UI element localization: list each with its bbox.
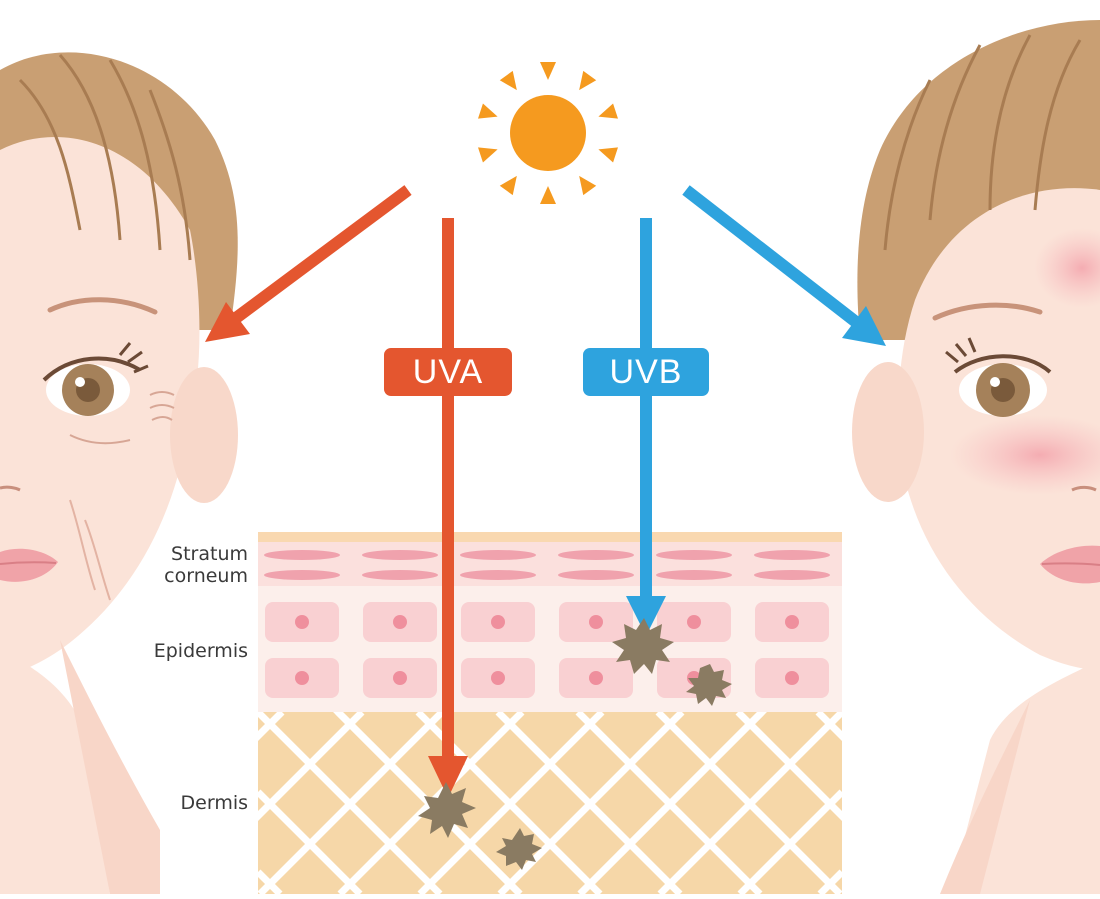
face-sunburn-icon	[852, 20, 1100, 894]
melanin-spot-epidermis	[612, 618, 732, 706]
uva-label: UVA	[384, 348, 512, 396]
dermis-label: Dermis	[180, 792, 248, 814]
uvb-arrow-to-epidermis	[626, 218, 666, 636]
uva-arrow-to-face	[205, 185, 412, 342]
stratum-corneum-layer	[264, 550, 830, 580]
stratum-corneum-label: Stratum corneum	[164, 543, 248, 587]
uvb-label: UVB	[583, 348, 709, 396]
melanin-spot-dermis	[418, 782, 542, 870]
epidermis-label: Epidermis	[153, 640, 248, 662]
sun-icon	[478, 62, 618, 204]
face-aging-icon	[0, 52, 238, 894]
uvb-arrow-to-face	[682, 185, 886, 346]
uva-arrow-to-dermis	[428, 218, 468, 798]
